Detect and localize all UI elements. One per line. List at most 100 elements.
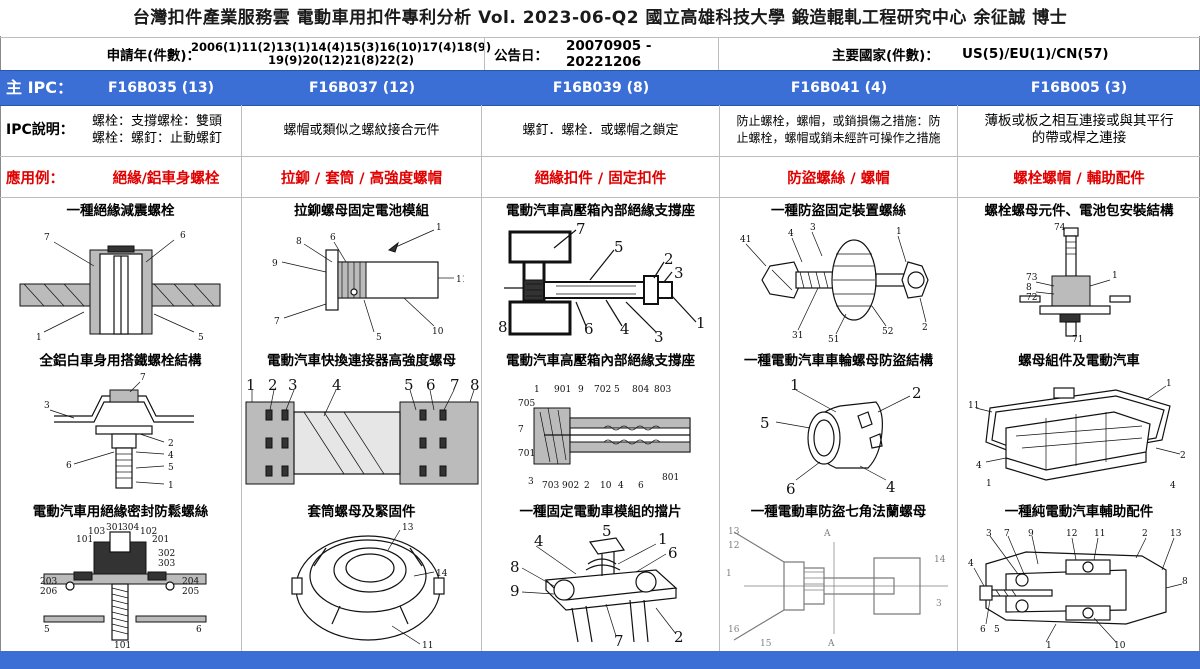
application-item: 絕緣/鋁車身螺栓 xyxy=(112,170,220,187)
ipc-code-f16b039: F16B039 (8) xyxy=(552,80,650,96)
svg-text:6: 6 xyxy=(786,480,796,498)
figure-title: 套筒螺母及緊固件 xyxy=(307,504,416,520)
svg-text:1: 1 xyxy=(534,385,540,395)
svg-text:9: 9 xyxy=(578,385,584,395)
figure-title: 電動汽車高壓箱內部絕緣支撐座 xyxy=(506,353,695,369)
svg-text:705: 705 xyxy=(518,399,535,409)
svg-text:204: 204 xyxy=(182,577,199,587)
svg-text:803: 803 xyxy=(654,385,671,395)
figure-title: 電動汽車快換連接器高強度螺母 xyxy=(267,353,456,369)
pub-value: 20070905 - 20221206 xyxy=(566,38,652,70)
svg-text:1: 1 xyxy=(726,569,732,579)
ipc-code-f16b005: F16B005 (3) xyxy=(1030,80,1128,96)
svg-text:3: 3 xyxy=(528,477,534,487)
bottom-accent-bar xyxy=(0,651,1200,669)
page-title: 台灣扣件產業服務雲 電動車用扣件專利分析 Vol. 2023-06-Q2 國立高… xyxy=(0,0,1200,36)
svg-text:1: 1 xyxy=(696,314,706,332)
years-label: 申請年(件數)： xyxy=(106,48,200,64)
ipc-description-line: 止螺栓，螺帽或銷未經許可操作之措施 xyxy=(736,131,941,145)
svg-text:4: 4 xyxy=(332,376,342,394)
svg-text:701: 701 xyxy=(518,449,535,459)
svg-text:11: 11 xyxy=(456,275,464,285)
svg-text:2: 2 xyxy=(1180,451,1186,461)
svg-text:4: 4 xyxy=(168,451,174,461)
application-item: 絕緣扣件 / 固定扣件 xyxy=(534,170,667,187)
svg-text:4: 4 xyxy=(788,229,794,239)
figure-title: 一種純電動汽車輔助配件 xyxy=(1004,504,1154,520)
svg-text:5: 5 xyxy=(376,333,382,343)
svg-text:4: 4 xyxy=(534,532,544,550)
svg-text:14: 14 xyxy=(934,555,946,565)
svg-text:41: 41 xyxy=(740,235,751,245)
svg-text:1: 1 xyxy=(36,333,42,343)
figure-title: 一種固定電動車模組的擋片 xyxy=(519,504,682,520)
svg-text:8: 8 xyxy=(510,558,520,576)
svg-text:901: 901 xyxy=(554,385,571,395)
application-item: 螺栓螺帽 / 輔助配件 xyxy=(1013,170,1145,187)
ipc-description-label: IPC說明： xyxy=(6,121,74,138)
svg-text:8: 8 xyxy=(470,376,480,394)
svg-text:73: 73 xyxy=(1026,273,1038,283)
svg-text:1: 1 xyxy=(658,530,668,548)
svg-text:7: 7 xyxy=(1004,529,1010,539)
svg-text:1: 1 xyxy=(246,376,256,394)
ipc-description-line: 的帶或桿之連接 xyxy=(1031,130,1127,146)
svg-text:1: 1 xyxy=(896,227,902,237)
svg-text:6: 6 xyxy=(196,625,202,635)
figure-title: 一種電動汽車車輪螺母防盜結構 xyxy=(744,353,933,369)
figure-title: 一種絕緣減震螺栓 xyxy=(66,203,175,219)
svg-text:11: 11 xyxy=(422,641,433,650)
row-divider xyxy=(0,197,1200,198)
ipc-description-line: 薄板或板之相互連接或與其平行 xyxy=(984,113,1174,129)
svg-text:3: 3 xyxy=(44,401,50,411)
svg-text:14: 14 xyxy=(436,569,448,579)
svg-text:12: 12 xyxy=(728,541,739,551)
svg-text:12: 12 xyxy=(1066,529,1077,539)
svg-text:4: 4 xyxy=(618,481,624,491)
svg-text:7: 7 xyxy=(274,317,280,327)
svg-text:3: 3 xyxy=(936,599,942,609)
svg-text:205: 205 xyxy=(182,587,199,597)
svg-text:5: 5 xyxy=(168,463,174,473)
column-divider xyxy=(241,105,242,651)
svg-text:71: 71 xyxy=(1072,335,1083,345)
svg-text:2: 2 xyxy=(664,250,674,268)
svg-text:15: 15 xyxy=(760,639,772,649)
svg-text:302: 302 xyxy=(158,549,175,559)
figure-title: 一種電動車防盜七角法蘭螺母 xyxy=(750,504,927,520)
svg-text:13: 13 xyxy=(1170,529,1182,539)
svg-text:2: 2 xyxy=(912,384,922,402)
country-value: US(5)/EU(1)/CN(57) xyxy=(962,46,1109,62)
svg-text:103: 103 xyxy=(88,527,105,537)
column-divider xyxy=(957,105,958,651)
svg-text:804: 804 xyxy=(632,385,649,395)
svg-text:2: 2 xyxy=(168,439,174,449)
ipc-description-line: 防止螺栓，螺帽，或銷損傷之措施：防 xyxy=(736,114,941,128)
svg-text:10: 10 xyxy=(1114,641,1126,648)
svg-text:8: 8 xyxy=(1026,283,1032,293)
svg-text:1: 1 xyxy=(986,479,992,489)
svg-text:11: 11 xyxy=(1094,529,1105,539)
figure-title: 螺栓螺母元件、電池包安裝結構 xyxy=(984,203,1174,219)
ipc-label: 主 IPC： xyxy=(6,78,73,97)
svg-text:4: 4 xyxy=(968,559,974,569)
svg-text:703: 703 xyxy=(542,481,559,491)
svg-text:301: 301 xyxy=(106,523,123,533)
svg-text:3: 3 xyxy=(654,328,664,346)
info-divider xyxy=(484,38,485,70)
svg-text:52: 52 xyxy=(882,327,893,337)
svg-text:6: 6 xyxy=(330,233,336,243)
svg-text:1: 1 xyxy=(436,223,442,233)
svg-text:5: 5 xyxy=(44,625,50,635)
svg-text:4: 4 xyxy=(976,461,982,471)
